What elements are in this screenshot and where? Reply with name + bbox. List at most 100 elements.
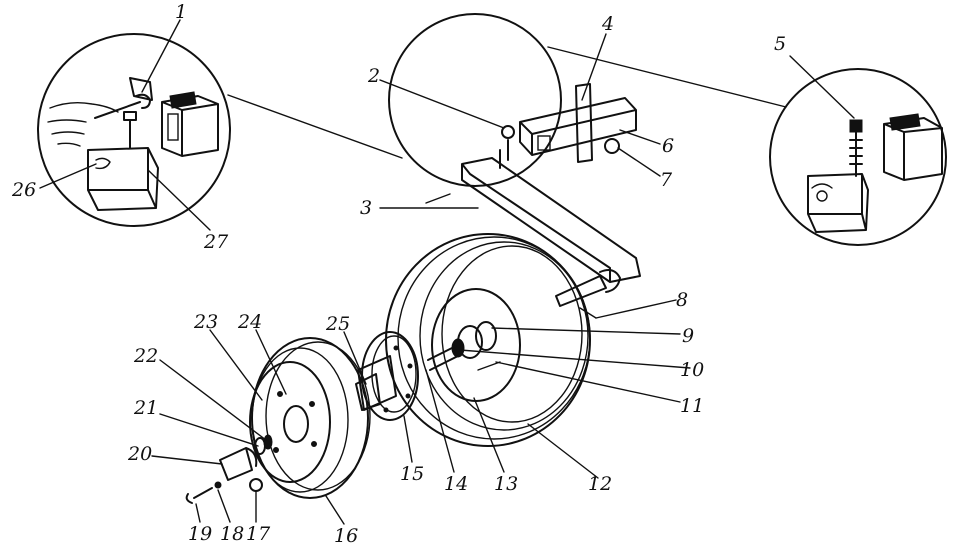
hand-sketch [47,101,119,147]
leader-6 [619,129,661,145]
flange-hole-2 [407,363,413,369]
rim-3 [251,347,349,493]
housing-block [87,147,159,211]
hub-cap-20 [219,447,258,481]
label-11: 11 [680,395,704,417]
left-detail-drawing [47,77,219,211]
hub-shaft [427,345,459,371]
tire-inner-bore [431,288,521,402]
leader-23 [209,329,263,401]
bushing-25 [355,373,381,411]
rim-2 [265,341,371,491]
tube-inner [167,113,179,141]
leader-8 [595,299,677,319]
label-25: 25 [325,313,350,335]
bracket-tab [129,77,153,101]
label-14: 14 [444,473,468,495]
label-24: 24 [237,311,262,333]
leader-25 [343,331,367,385]
axle-frame [425,83,641,319]
rim-bolt-2 [309,401,315,407]
label-6: 6 [662,135,674,157]
label-7: 7 [660,169,673,191]
connector-left [227,94,403,159]
right-tube-plate [889,113,921,131]
right-housing-block [807,173,869,233]
axle-arm [461,157,641,283]
leader-4 [581,33,607,101]
bolt-6 [604,138,620,154]
right-housing-mark [811,183,833,189]
label-5: 5 [774,33,786,55]
leader-16 [325,495,345,525]
leader-7 [617,147,661,177]
rim-4 [249,361,331,483]
flange-boss [357,355,397,411]
leader-19 [195,503,201,523]
tire-tread-2 [419,241,589,431]
leader-2 [379,79,505,129]
rim-bolt-3 [311,441,317,447]
cotter-pin [579,307,597,319]
connector-right-top [547,46,787,108]
label-22: 22 [133,345,158,367]
leader-18 [217,489,231,523]
rim-bolt-1 [277,391,283,397]
leader-1 [141,19,181,93]
bolt-19 [185,487,213,504]
detail-callouts [37,13,947,246]
label-27: 27 [203,231,229,253]
leader-22 [159,359,267,441]
label-12: 12 [588,473,612,495]
right-bolt-head [849,119,863,133]
label-21: 21 [133,397,158,419]
detail-circle-center [388,13,562,187]
leader-24 [255,329,287,395]
leader-13 [473,397,505,473]
leader-9 [491,327,681,335]
label-19: 19 [188,523,212,545]
right-square-tube [883,117,943,181]
leader-21 [159,413,259,447]
leader-10 [459,349,691,369]
leader-20 [151,455,223,465]
detail-circle-right [769,68,947,246]
bolt-head [123,111,137,121]
leader-14 [425,369,455,473]
leader-lines [39,19,855,525]
cross-member-slot [537,135,551,151]
detail-circle-left [37,33,231,227]
label-18: 18 [220,523,244,545]
label-8: 8 [676,289,688,311]
washer-18 [214,481,222,489]
tire-tread-3 [441,245,583,423]
dash-line [425,193,451,204]
label-20: 20 [127,443,152,465]
label-3: 3 [360,197,372,219]
bearing-9 [475,321,497,351]
rim-hub [283,405,309,443]
nut-17 [249,478,263,492]
part-labels: 1 2 3 4 5 6 7 8 9 10 11 12 13 14 15 16 1… [11,1,786,547]
small-parts [185,373,381,504]
label-16: 16 [334,525,358,547]
leader-27 [147,169,211,231]
tube-plate [169,91,197,109]
cross-member [519,97,637,156]
flange-hole-3 [405,393,411,399]
label-9: 9 [682,325,694,347]
rim-bolt-4 [273,447,279,453]
label-1: 1 [175,1,187,23]
flange-hole-4 [383,407,389,413]
bolt-stud [499,139,509,169]
tire-tread-1 [397,236,591,440]
right-detail-drawing [807,113,943,233]
label-23: 23 [193,311,218,333]
flange-hole-1 [393,345,399,351]
leader-15 [403,415,413,463]
leader-26 [39,163,97,189]
label-13: 13 [494,473,518,495]
right-housing-hole [816,190,828,202]
tire [385,233,591,447]
